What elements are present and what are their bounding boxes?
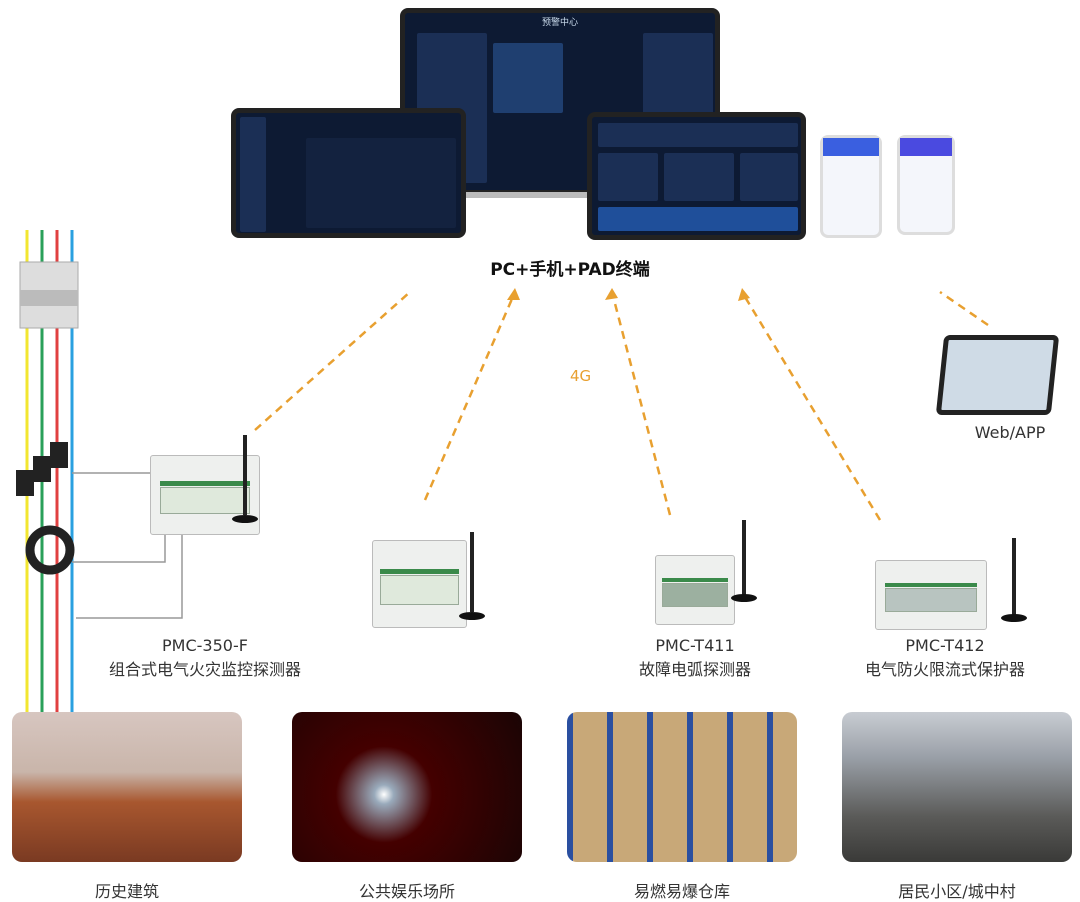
wireless-arrows bbox=[254, 290, 989, 521]
photo-warehouse bbox=[567, 712, 797, 862]
caption-historic-building: 历史建筑 bbox=[94, 882, 159, 901]
residual-current-transformer bbox=[25, 525, 75, 575]
device-name: 故障电弧探测器 bbox=[638, 660, 751, 679]
monitor-title: 预警中心 bbox=[541, 18, 578, 28]
tablet-screen-left bbox=[231, 108, 466, 238]
caption-entertainment-venue: 公共娱乐场所 bbox=[358, 882, 455, 901]
current-transformer bbox=[33, 456, 51, 482]
pmc-t411-device bbox=[655, 555, 735, 625]
current-transformer bbox=[50, 442, 68, 468]
photo-residential bbox=[842, 712, 1072, 862]
photo-entertainment-venue bbox=[292, 712, 522, 862]
terminals-title: PC+手机+PAD终端 bbox=[490, 260, 650, 280]
pmc-350-f-device bbox=[150, 455, 260, 535]
device-label-pmc-350-f: PMC-350-F 组合式电气火灾监控探测器 bbox=[90, 634, 320, 682]
wireless-detector-device bbox=[372, 540, 467, 628]
tablet-screen-right bbox=[587, 112, 806, 240]
device-name: 组合式电气火灾监控探测器 bbox=[108, 660, 301, 679]
device-name: 电气防火限流式保护器 bbox=[864, 660, 1025, 679]
pmc-t412-device bbox=[875, 560, 987, 630]
device-label-pmc-t412: PMC-T412 电气防火限流式保护器 bbox=[835, 634, 1055, 682]
phone-1 bbox=[820, 135, 882, 238]
signal-lines bbox=[72, 472, 183, 619]
network-4g-label: 4G bbox=[570, 367, 592, 385]
device-label-pmc-t411: PMC-T411 故障电弧探测器 bbox=[595, 634, 795, 682]
web-app-label: Web/APP bbox=[974, 423, 1046, 442]
photo-historic-building bbox=[12, 712, 242, 862]
current-transformer bbox=[16, 470, 34, 496]
device-model: PMC-350-F bbox=[162, 636, 248, 655]
arrow-heads bbox=[507, 288, 750, 301]
web-tablet bbox=[935, 335, 1060, 415]
caption-warehouse: 易燃易爆仓库 bbox=[633, 882, 730, 901]
device-model: PMC-T412 bbox=[905, 636, 985, 655]
caption-residential: 居民小区/城中村 bbox=[898, 882, 1016, 901]
device-model: PMC-T411 bbox=[655, 636, 735, 655]
phone-2 bbox=[897, 135, 955, 235]
